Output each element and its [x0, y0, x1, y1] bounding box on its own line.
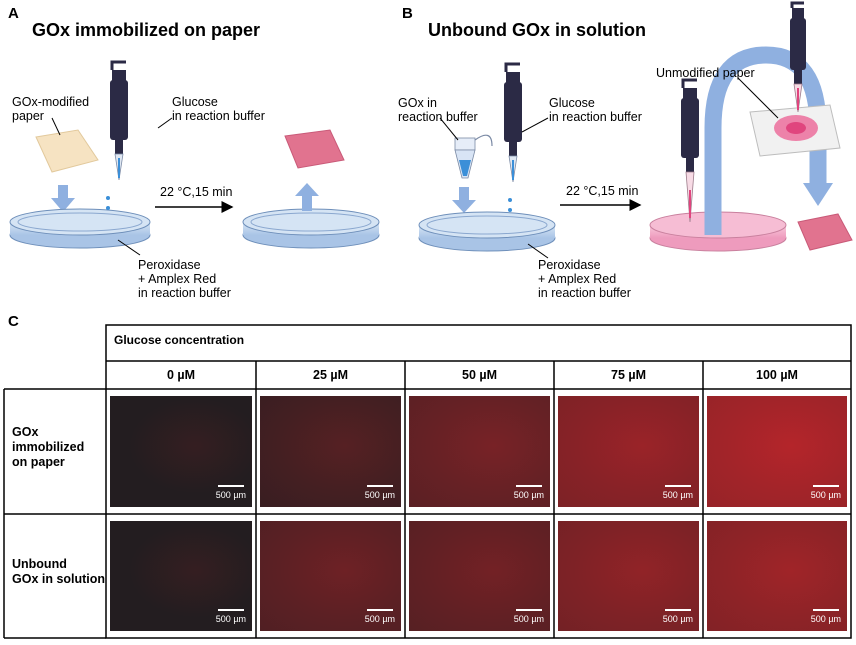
- petri-dish-icon: [418, 211, 556, 252]
- scale-bar-label: 500 µm: [364, 490, 395, 500]
- fluorescence-micrograph: 500 µm: [260, 396, 401, 507]
- column-header: 50 µM: [462, 368, 497, 382]
- row-label-line: Unbound: [12, 557, 67, 571]
- column-header: 75 µM: [611, 368, 646, 382]
- scale-bar-label: 500 µm: [364, 614, 395, 624]
- column-header: 100 µM: [756, 368, 798, 382]
- tube-icon: [454, 134, 493, 179]
- column-header: 0 µM: [166, 368, 196, 382]
- scale-bar: [813, 485, 839, 487]
- pipette-icon: [790, 1, 806, 113]
- panel-b-letter: B: [402, 5, 413, 22]
- scale-bar: [218, 485, 244, 487]
- scale-bar-label: 500 µm: [810, 614, 841, 624]
- petri-dish-icon: [242, 208, 380, 249]
- fluorescence-micrograph: 500 µm: [707, 396, 847, 507]
- panel-a-letter: A: [8, 5, 19, 22]
- arrow-down-icon: [452, 200, 476, 213]
- scale-bar-label: 500 µm: [215, 614, 246, 624]
- gox-modified-paper-icon: [35, 129, 99, 173]
- assay-illustration: [9, 1, 853, 259]
- arrow-down-icon: [51, 198, 75, 212]
- scale-bar-label: 500 µm: [513, 490, 544, 500]
- scale-bar: [813, 609, 839, 611]
- pink-paper-icon: [797, 213, 853, 251]
- scale-bar: [516, 609, 542, 611]
- arrow-up-icon: [295, 183, 319, 196]
- fluorescence-micrograph: 500 µm: [409, 396, 550, 507]
- glucose-concentration-header: Glucose concentration: [114, 333, 245, 347]
- row-label-line: GOx: [12, 425, 39, 439]
- fluorescence-micrograph: 500 µm: [409, 521, 550, 631]
- row-label-line: immobilized: [12, 440, 85, 454]
- unmodified-paper-label: Unmodified paper: [656, 66, 755, 80]
- row-label-line: GOx in solution: [12, 572, 106, 586]
- petri-dish-icon: [9, 208, 151, 249]
- panel-c-letter: C: [8, 313, 19, 330]
- pink-paper-icon: [284, 129, 345, 169]
- scale-bar-label: 500 µm: [810, 490, 841, 500]
- transfer-arrow-icon: [704, 46, 827, 235]
- row-label-line: on paper: [12, 455, 65, 469]
- pipette-icon: [106, 60, 128, 210]
- fluorescence-micrograph: 500 µm: [558, 396, 699, 507]
- scale-bar: [665, 485, 691, 487]
- pipette-icon: [681, 78, 699, 223]
- scale-bar-label: 500 µm: [662, 490, 693, 500]
- panel-a-title: GOx immobilized on paper: [32, 20, 261, 40]
- fluorescence-micrograph: 500 µm: [558, 521, 699, 631]
- fluorescence-micrograph: 500 µm: [110, 396, 252, 507]
- condition-label: 22 °C,15 min: [160, 185, 233, 199]
- scale-bar-label: 500 µm: [513, 614, 544, 624]
- fluorescence-micrograph: 500 µm: [707, 521, 847, 631]
- scale-bar-label: 500 µm: [662, 614, 693, 624]
- condition-label: 22 °C,15 min: [566, 184, 639, 198]
- scale-bar: [367, 485, 393, 487]
- pipette-icon: [504, 62, 522, 212]
- fluorescence-micrograph: 500 µm: [110, 521, 252, 631]
- scale-bar: [516, 485, 542, 487]
- unmodified-paper-icon: [749, 104, 841, 157]
- scale-bar-label: 500 µm: [215, 490, 246, 500]
- scale-bar: [218, 609, 244, 611]
- fluorescence-micrograph: 500 µm: [260, 521, 401, 631]
- column-header: 25 µM: [313, 368, 348, 382]
- panel-b-title: Unbound GOx in solution: [428, 20, 646, 40]
- scale-bar: [665, 609, 691, 611]
- scale-bar: [367, 609, 393, 611]
